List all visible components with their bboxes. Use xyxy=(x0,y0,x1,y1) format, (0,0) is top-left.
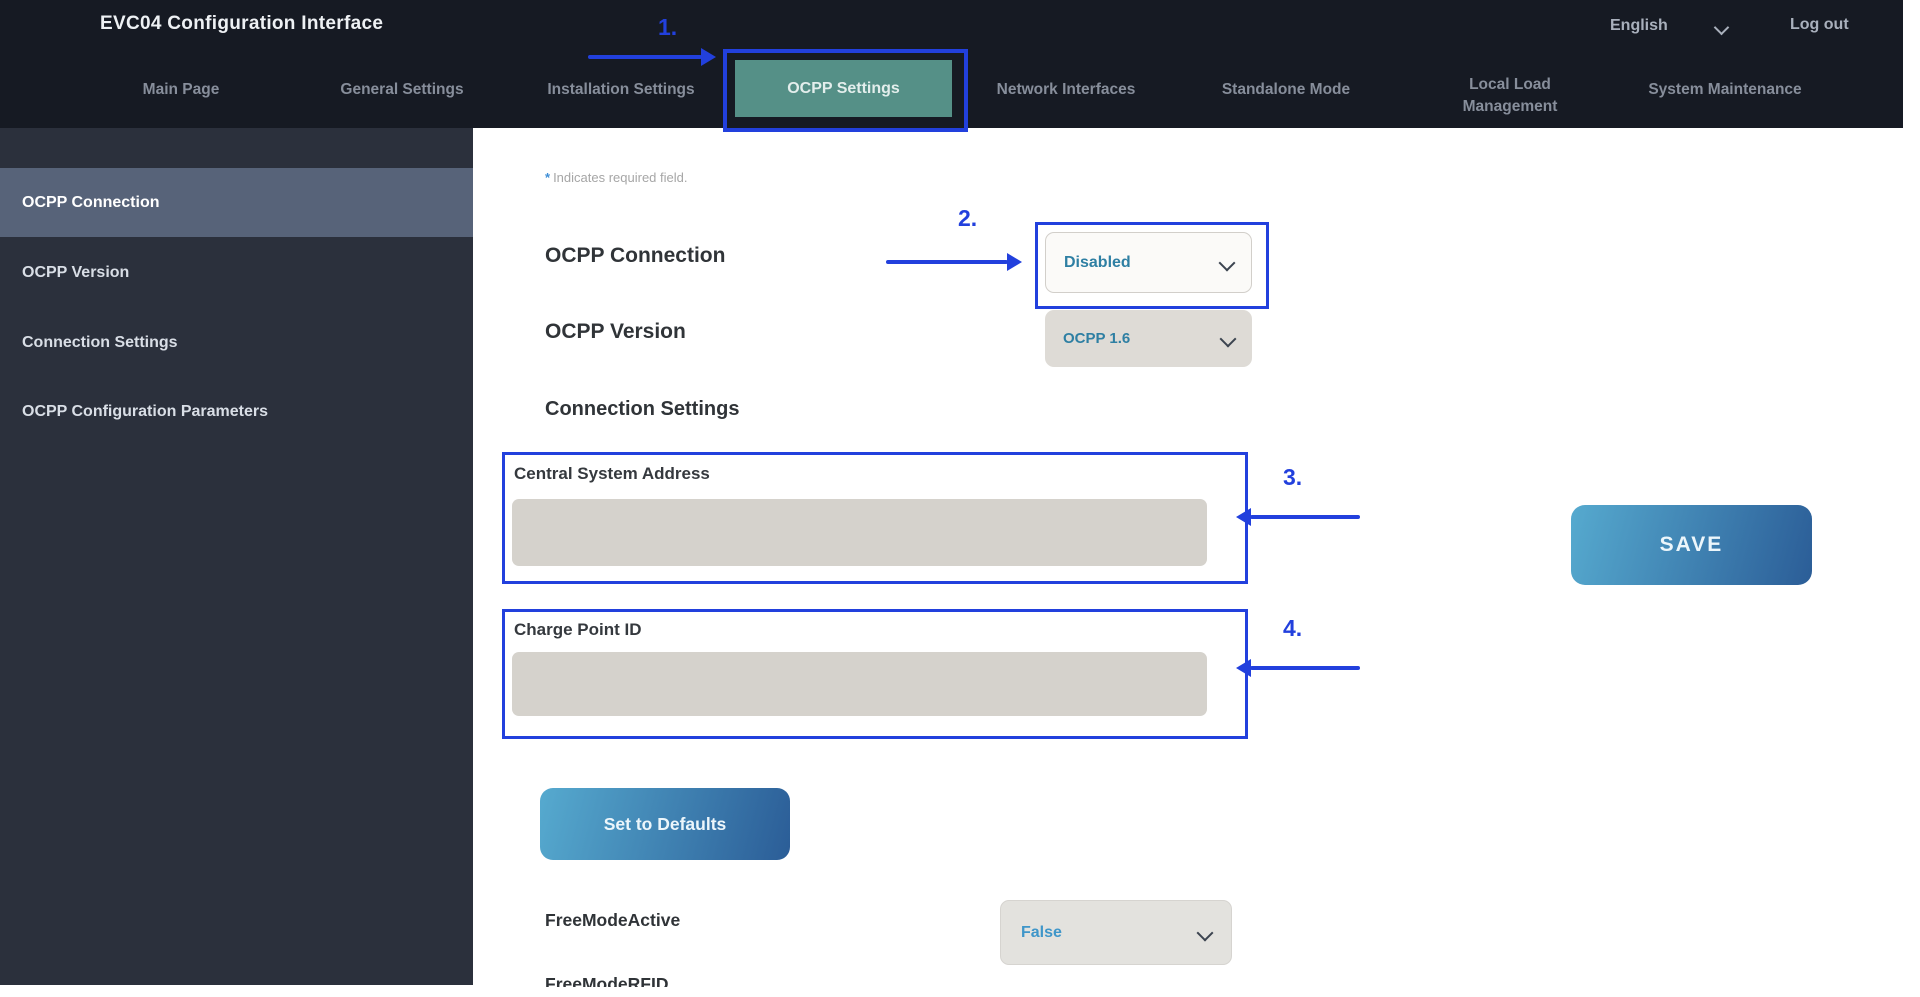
free-mode-rfid-label-partial: FreeModeRFID xyxy=(545,974,669,987)
sidebar: OCPP Connection OCPP Version Connection … xyxy=(0,128,473,985)
tab-standalone-mode[interactable]: Standalone Mode xyxy=(1221,81,1351,98)
tab-main-page[interactable]: Main Page xyxy=(142,81,220,98)
ocpp-connection-dropdown[interactable]: Disabled xyxy=(1045,232,1252,293)
required-note-text: Indicates required field. xyxy=(553,170,688,185)
sidebar-item-connection-settings[interactable]: Connection Settings xyxy=(22,334,178,351)
partial-next-field-clip: FreeModeRFID xyxy=(545,974,845,987)
annotation-arrow-3 xyxy=(1250,515,1360,519)
required-asterisk: * xyxy=(545,170,551,185)
tab-network-interfaces[interactable]: Network Interfaces xyxy=(996,81,1136,98)
ocpp-version-value: OCPP 1.6 xyxy=(1063,330,1131,347)
chevron-down-icon xyxy=(1196,924,1214,941)
tab-ocpp-settings[interactable]: OCPP Settings xyxy=(735,60,952,117)
tab-system-maintenance[interactable]: System Maintenance xyxy=(1648,81,1802,98)
sidebar-item-ocpp-configuration-parameters[interactable]: OCPP Configuration Parameters xyxy=(22,403,268,420)
ocpp-version-label: OCPP Version xyxy=(545,320,686,343)
annotation-step3-label: 3. xyxy=(1283,464,1303,490)
tab-installation-settings[interactable]: Installation Settings xyxy=(547,81,695,98)
chevron-down-icon xyxy=(1218,254,1236,271)
charge-point-id-label: Charge Point ID xyxy=(514,620,642,639)
header-bar: EVC04 Configuration Interface English Lo… xyxy=(0,0,1903,128)
charge-point-id-input[interactable] xyxy=(512,652,1207,716)
annotation-arrow-3-head xyxy=(1236,508,1251,526)
language-selector[interactable]: English xyxy=(1610,17,1668,34)
annotation-arrow-4 xyxy=(1250,666,1360,670)
annotation-arrow-2-head xyxy=(1007,253,1022,271)
chevron-down-icon[interactable] xyxy=(1713,19,1730,36)
ocpp-version-dropdown[interactable]: OCPP 1.6 xyxy=(1045,310,1252,367)
tab-local-load-management[interactable]: Local Load Management xyxy=(1462,76,1558,115)
free-mode-active-value: False xyxy=(1021,923,1062,941)
annotation-arrow-2 xyxy=(886,260,1008,264)
annotation-step4-label: 4. xyxy=(1283,615,1303,641)
sidebar-item-ocpp-connection[interactable]: OCPP Connection xyxy=(0,168,473,237)
central-system-address-input[interactable] xyxy=(512,499,1207,566)
save-button[interactable]: SAVE xyxy=(1571,505,1812,585)
free-mode-active-dropdown[interactable]: False xyxy=(1000,900,1232,965)
annotation-step2-label: 2. xyxy=(958,205,978,231)
free-mode-active-label: FreeModeActive xyxy=(545,910,681,930)
ocpp-connection-label: OCPP Connection xyxy=(545,244,726,267)
annotation-arrow-4-head xyxy=(1236,659,1251,677)
sidebar-item-ocpp-version[interactable]: OCPP Version xyxy=(22,264,130,281)
app-title: EVC04 Configuration Interface xyxy=(100,13,384,34)
tab-ocpp-settings-label: OCPP Settings xyxy=(787,79,900,97)
required-field-note: *Indicates required field. xyxy=(545,170,687,185)
central-system-address-label: Central System Address xyxy=(514,464,710,483)
logout-button[interactable]: Log out xyxy=(1790,16,1849,33)
tab-general-settings[interactable]: General Settings xyxy=(340,81,464,98)
chevron-down-icon xyxy=(1219,330,1237,347)
connection-settings-heading: Connection Settings xyxy=(545,398,740,420)
ocpp-connection-value: Disabled xyxy=(1064,253,1131,271)
set-to-defaults-button[interactable]: Set to Defaults xyxy=(540,788,790,860)
